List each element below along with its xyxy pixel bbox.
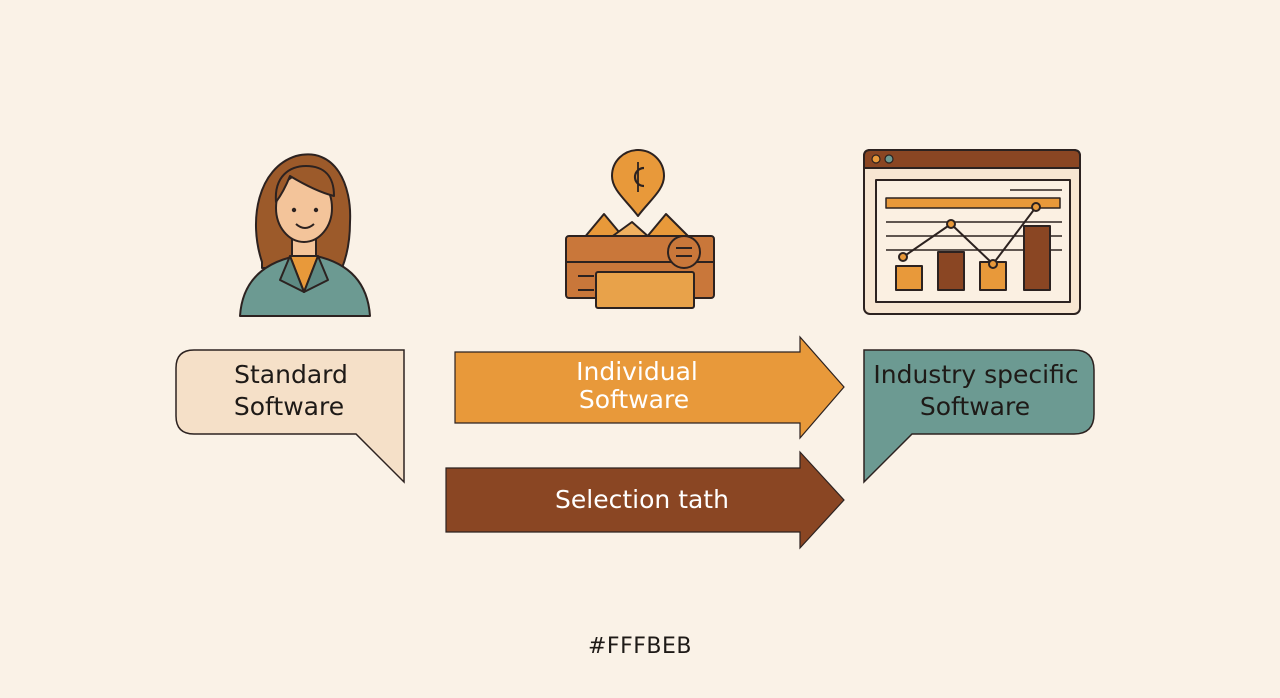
cent-coin-icon bbox=[611, 149, 665, 217]
selection-path-arrow: Selection tath bbox=[445, 450, 845, 550]
standard-software-line2: Software bbox=[234, 392, 344, 421]
selection-path-label: Selection tath bbox=[555, 485, 729, 514]
wallet-money-icon bbox=[565, 149, 715, 309]
individual-software-arrow: Individual Software bbox=[454, 335, 845, 440]
industry-software-line2: Software bbox=[920, 392, 1030, 421]
individual-software-line2: Software bbox=[579, 385, 689, 414]
footer-color-code: #FFFBEB bbox=[588, 634, 692, 659]
industry-software-line1: Industry specific bbox=[873, 360, 1078, 389]
standard-software-bubble: Standard Software bbox=[175, 349, 405, 484]
standard-software-line1: Standard bbox=[234, 360, 348, 389]
browser-chart-icon bbox=[863, 149, 1081, 315]
woman-avatar-icon bbox=[239, 153, 371, 317]
industry-software-bubble: Industry specific Software bbox=[863, 349, 1095, 484]
individual-software-line1: Individual bbox=[576, 357, 698, 386]
